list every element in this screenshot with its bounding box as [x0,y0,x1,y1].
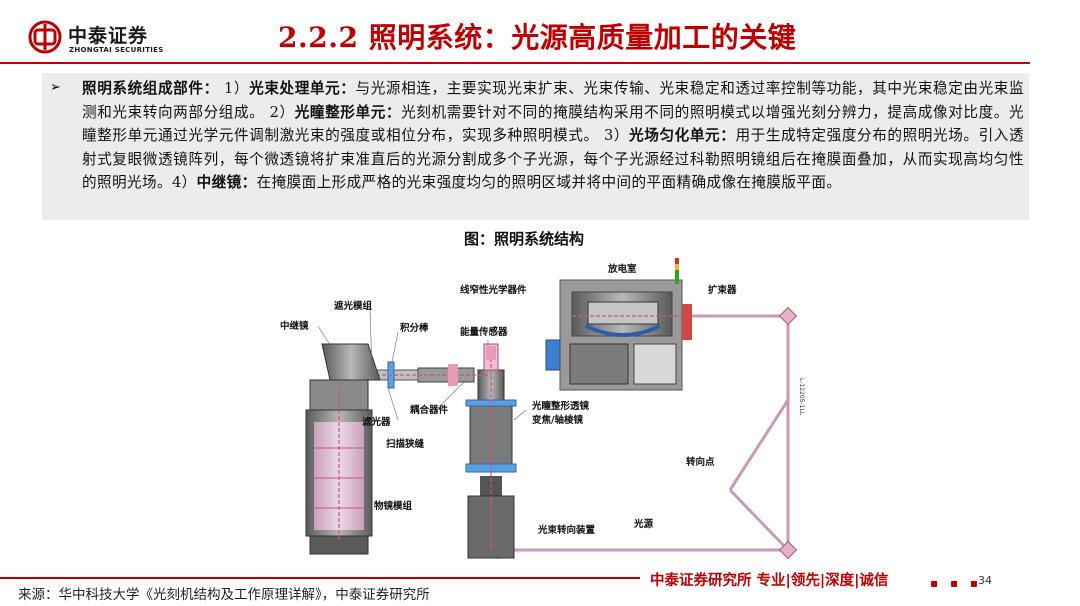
company-logo-icon [28,20,62,54]
paragraph-heading: 光瞳整形单元： [294,103,402,121]
paragraph-heading: 照明系统组成部件： [82,80,219,97]
paragraph-text: 与光源相连，主要实现光束扩束、光束传输、光束稳定和透过率控制等功能，其中光束稳定… [82,80,1025,121]
description-box: ➢ 照明系统组成部件： 1）光束处理单元：与光源相连，主要实现光束扩束、光束传输… [42,73,1029,220]
label-integrator-rod: 积分棒 [400,323,429,334]
label-objective-group: 物镜模组 [374,501,413,512]
title-divider [0,62,1030,64]
label-zoom-axicon: 变焦/轴棱镜 [532,415,583,426]
drawing-number-text: L-12205-1LL [798,378,805,416]
company-logo: 中泰证券 ZHONGTAI SECURITIES [28,18,178,58]
page-number: 34 [978,574,992,587]
label-discharge-chamber: 放电室 [608,264,637,275]
label-shutter-module: 遮光模组 [334,301,373,312]
label-line-narrowing-optics: 线窄性光学器件 [460,285,527,296]
paragraph-heading: 中继镜： [196,174,257,192]
label-relay-lens: 中继镜 [280,321,309,332]
paragraph-text: 在掩膜面上形成严格的光束强度均匀的照明区域并将中间的平面精确成像在掩膜版平面。 [256,174,842,192]
footer-brand-slogan: 中泰证券研究所 专业|领先|深度|诚信 [650,573,889,589]
logo-chinese-name: 中泰证券 [68,25,149,47]
paragraph-text: 用于生成特定强度分布的照明光场。引入透射式复眼微透镜阵列，每个微透镜将扩束准直后… [82,127,1024,192]
label-turning-point: 转向点 [686,457,715,468]
source-note: 来源：华中科技大学《光刻机结构及工作原理详解》，中泰证券研究所 [18,587,430,603]
central-optics-column [465,343,517,559]
label-energy-sensor: 能量传感器 [460,327,508,338]
label-beam-expander: 扩束器 [708,285,737,296]
label-filter: 滤光器 [362,417,391,428]
page-title: 2.2.2 照明系统：光源高质量加工的关键 [278,21,797,54]
label-beam-steering-device: 光束转向装置 [538,525,596,536]
label-pupil-shaping-lens: 光瞳整形透镜 [532,401,590,412]
footer-decoration: ▪ ▪ ▪ [930,576,983,590]
label-scan-slit: 扫描狭缝 [386,439,425,450]
paragraph-heading: 光束处理单元： [249,80,356,97]
diagram-drawing: L-12205-1LL [305,258,805,560]
laser-source-unit [545,258,692,391]
relay-and-objective-column [305,343,381,555]
paragraph-text: 1） [218,80,250,97]
footer-divider [0,577,640,579]
coupling-section [370,361,491,389]
label-coupler: 耦合器件 [410,405,449,416]
leader-lines [317,309,527,421]
paragraph-heading: 光场匀化单元： [629,127,736,145]
logo-english-name: ZHONGTAI SECURITIES [69,46,164,54]
figure-caption: 图：照明系统结构 [464,230,585,248]
illumination-system-diagram: L-12205-1LL 放电室 线窄性光学器件 扩束器 遮光模组 中继镜 积分棒… [270,252,830,572]
label-light-source: 光源 [634,519,654,530]
beam-delivery-path [488,306,798,560]
description-paragraph: 照明系统组成部件： 1）光束处理单元：与光源相连，主要实现光束扩束、光束传输、光… [82,77,1024,195]
bullet-arrow-icon: ➢ [50,80,61,95]
paragraph-text: 光刻机需要针对不同的掩膜结构采用不同的照明模式以增强光刻分辨力，提高成像对比度。… [82,103,1024,145]
